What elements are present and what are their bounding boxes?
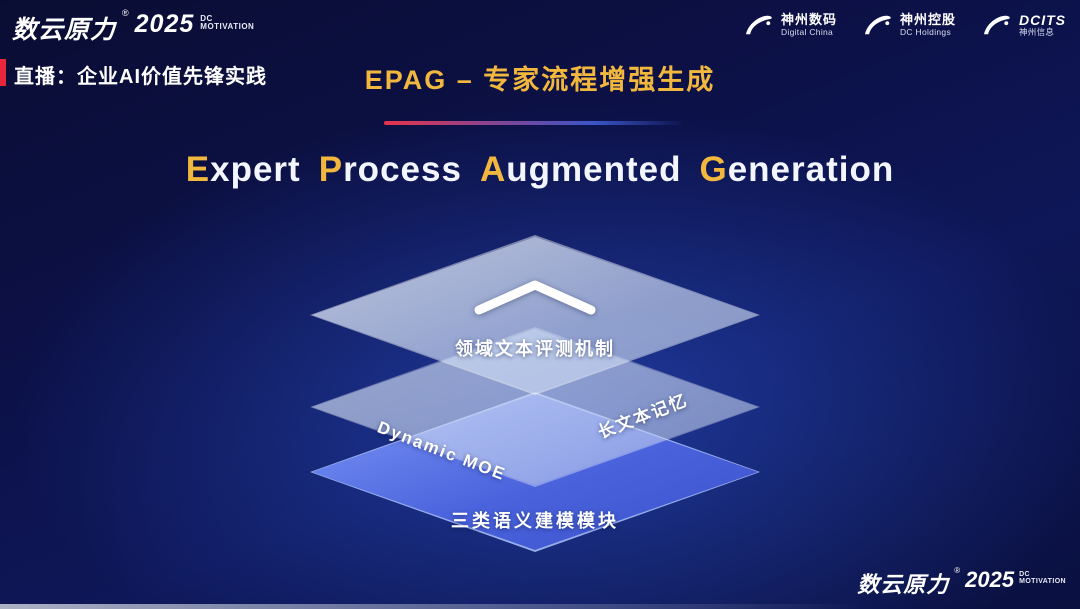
subtitle-word: Expert (186, 150, 301, 189)
chevron-up-icon (474, 280, 596, 315)
brand-logo-bottom: 数云原力 ® 2025 DC MOTIVATION (857, 566, 1066, 599)
live-accent-bar (0, 59, 6, 86)
dcits-swoosh-icon (984, 15, 1010, 35)
dc-holdings-logo: 神州控股 DC Holdings (863, 12, 956, 38)
brand-tagline: DC MOTIVATION (200, 14, 255, 32)
brand-logo-top: 数云原力 ® 2025 DC MOTIVATION (12, 8, 255, 46)
bottom-layer-label: 三类语义建模模块 (451, 511, 619, 531)
subtitle-word: Augmented (480, 150, 682, 189)
page-title: EPAG – 专家流程增强生成 (364, 65, 716, 95)
logo-primary-text: 神州数码 (780, 11, 837, 27)
logo-text: DCITS 神州信息 (1019, 12, 1066, 38)
brand-name: 数云原力 (857, 572, 950, 597)
brand-year: 2025 (134, 10, 195, 38)
logo-text: 神州数码 Digital China (780, 11, 837, 38)
title-divider (384, 121, 684, 125)
dc-holdings-swoosh-icon (864, 15, 891, 35)
logo-secondary-text: 神州信息 (1019, 27, 1055, 38)
subtitle-initial: A (479, 150, 507, 189)
digital-china-logo: 神州数码 Digital China (744, 12, 837, 38)
subtitle-word: Generation (699, 150, 894, 189)
logo-text: 神州控股 DC Holdings (899, 11, 956, 38)
brand-tagline-line2: MOTIVATION (200, 22, 255, 32)
subtitle: Expert Process Augmented Generation (0, 150, 1080, 190)
dcits-logo: DCITS 神州信息 (982, 12, 1066, 38)
layer-stack-diagram: 领域文本评测机制 Dynamic MOE 长文本记忆 三类语义建模模块 (310, 235, 760, 557)
registered-mark: ® (122, 8, 129, 18)
brand-year: 2025 (965, 567, 1015, 592)
subtitle-rest: xpert (210, 150, 301, 189)
brand-tagline: DC MOTIVATION (1019, 571, 1066, 586)
subtitle-initial: P (318, 150, 344, 189)
brand-tagline-line1: DC (1019, 571, 1031, 578)
subtitle-rest: eneration (727, 150, 895, 189)
subtitle-initial: G (699, 150, 728, 189)
subtitle-rest: ugmented (506, 150, 682, 189)
brand-tagline-line1: DC (200, 14, 213, 23)
live-label: 直播：企业AI价值先锋实践 (14, 66, 267, 88)
top-layer-label: 领域文本评测机制 (455, 339, 615, 359)
subtitle-initial: E (185, 150, 211, 189)
digital-china-swoosh-icon (745, 15, 772, 35)
logo-secondary-text: Digital China (780, 26, 834, 37)
registered-mark: ® (954, 566, 961, 575)
bottom-edge-strip (0, 604, 1080, 609)
subtitle-rest: rocess (343, 150, 462, 189)
subtitle-word: Process (319, 150, 462, 189)
logo-primary-text: DCITS (1019, 12, 1066, 29)
brand-tagline-line2: MOTIVATION (1019, 578, 1066, 586)
logo-secondary-text: DC Holdings (899, 26, 951, 37)
logo-primary-text: 神州控股 (899, 11, 956, 27)
partner-logos: 神州数码 Digital China 神州控股 DC Holdings DCIT… (744, 12, 1066, 38)
brand-name: 数云原力 (12, 16, 117, 44)
